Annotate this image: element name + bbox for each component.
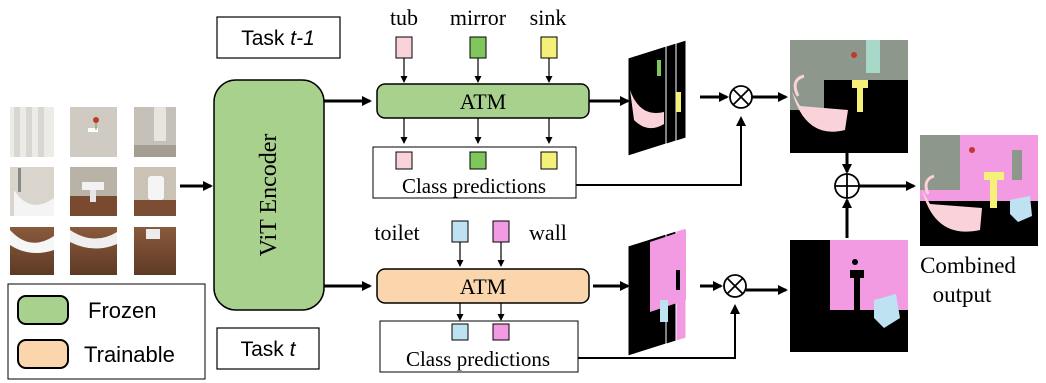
multiply-top xyxy=(729,85,753,109)
class-label-tub: tub xyxy=(390,5,418,30)
atm-bottom-block: ATM xyxy=(376,268,590,304)
patch-7 xyxy=(10,227,54,275)
output-mask-bottom xyxy=(790,240,908,352)
legend-trainable-swatch xyxy=(17,339,69,369)
task-prev-label: Task t-1 xyxy=(241,27,315,50)
query-toilet xyxy=(451,220,469,243)
multiply-bottom xyxy=(723,274,747,298)
combined-output-line2: output xyxy=(933,282,992,307)
mask-stack-top xyxy=(627,39,687,157)
class-predictions-top: Class predictions xyxy=(372,146,577,199)
patch-4 xyxy=(10,167,54,216)
class-predictions-bottom-label: Class predictions xyxy=(406,347,550,371)
class-label-toilet: toilet xyxy=(374,220,419,245)
patch-6 xyxy=(134,167,176,216)
task-curr-box: Task t xyxy=(216,327,320,370)
query-tub xyxy=(395,36,413,59)
query-sink xyxy=(540,36,558,59)
class-label-mirror: mirror xyxy=(450,5,507,30)
patch-1 xyxy=(10,107,54,157)
task-prev-box: Task t-1 xyxy=(216,16,341,59)
legend-frozen-label: Frozen xyxy=(88,298,156,323)
class-label-wall: wall xyxy=(529,220,567,245)
legend-frozen-swatch xyxy=(17,295,69,325)
patch-9 xyxy=(134,227,176,275)
patch-5 xyxy=(70,167,117,216)
legend-trainable-label: Trainable xyxy=(84,342,175,367)
mask-stack-bottom xyxy=(627,227,687,357)
vit-encoder-block: ViT Encoder xyxy=(213,79,325,311)
add-operator xyxy=(834,173,860,199)
atm-bottom-label: ATM xyxy=(460,274,506,299)
legend: Frozen Trainable xyxy=(7,283,206,380)
combined-output-image xyxy=(920,135,1038,246)
class-label-sink: sink xyxy=(530,5,567,30)
combined-output-line1: Combined xyxy=(920,253,1016,278)
task-curr-label: Task t xyxy=(241,338,297,361)
input-image-patches xyxy=(10,107,176,275)
query-wall xyxy=(492,220,510,243)
output-mask-top xyxy=(790,40,908,153)
encoder-label: ViT Encoder xyxy=(256,134,282,257)
class-predictions-top-label: Class predictions xyxy=(402,174,546,198)
patch-8 xyxy=(70,227,117,275)
query-mirror xyxy=(469,36,487,59)
patch-2 xyxy=(70,107,117,157)
class-predictions-bottom: Class predictions xyxy=(379,320,579,373)
patch-3 xyxy=(134,107,176,157)
atm-top-block: ATM xyxy=(376,83,590,119)
atm-top-label: ATM xyxy=(460,89,506,114)
